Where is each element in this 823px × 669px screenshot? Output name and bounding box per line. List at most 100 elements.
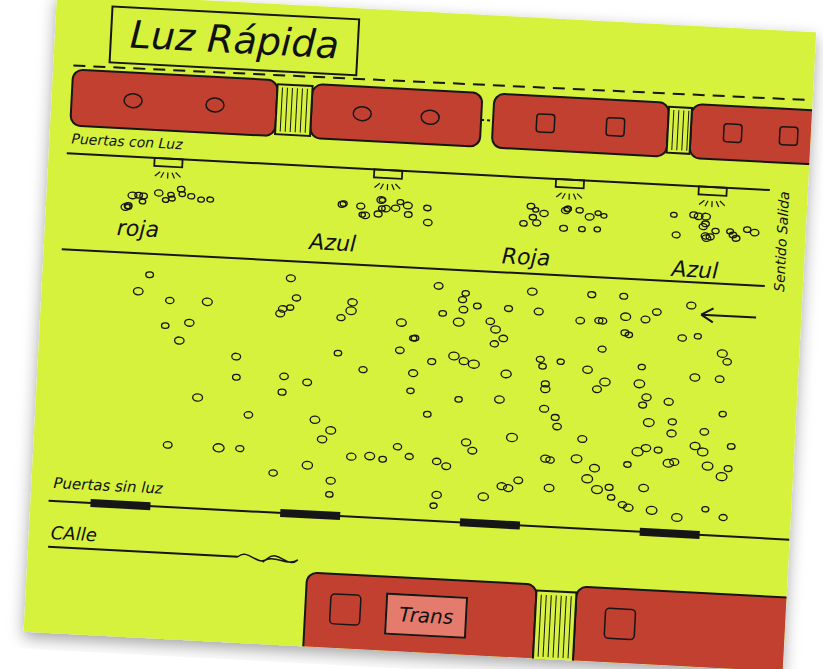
person-dot: [303, 379, 312, 386]
person-dot: [719, 411, 726, 417]
person-dot: [185, 319, 195, 326]
light-ray: [175, 173, 180, 178]
coupling-hatch: [558, 596, 561, 658]
person-dot: [462, 290, 470, 296]
person-dot: [663, 459, 674, 467]
person-dot: [207, 197, 214, 202]
person-dot: [642, 394, 652, 401]
door-light: [556, 179, 584, 188]
person-dot: [576, 207, 583, 213]
coupling-hatch: [553, 595, 556, 657]
platform-edge: [49, 501, 790, 540]
person-dot: [168, 192, 175, 197]
car-window: [606, 117, 625, 136]
light-ray: [699, 200, 704, 205]
train-car: [310, 84, 483, 147]
person-dot: [135, 192, 143, 198]
person-dot: [374, 211, 382, 217]
person-dot: [486, 318, 495, 325]
person-dot: [378, 206, 385, 211]
person-dot: [403, 202, 412, 209]
coupling-hatch: [290, 88, 292, 132]
coupling-hatch: [295, 88, 297, 132]
unlit-door: [460, 518, 520, 529]
person-dot: [618, 501, 627, 508]
person-dot: [591, 485, 602, 494]
person-dot: [678, 335, 687, 342]
light-ray: [720, 201, 725, 206]
person-dot: [455, 396, 463, 402]
person-dot: [621, 313, 631, 321]
door-light: [698, 186, 726, 195]
coupling-hatch: [305, 89, 307, 133]
person-dot: [715, 376, 724, 383]
person-dot: [690, 442, 700, 450]
sketch-label: CAlle: [50, 523, 97, 545]
person-dot: [357, 203, 365, 209]
person-dot: [397, 199, 404, 204]
person-dot: [395, 347, 404, 354]
person-dot: [553, 423, 562, 430]
person-dot: [571, 455, 582, 464]
coupling-hatch: [548, 595, 551, 657]
person-dot: [600, 378, 611, 386]
car-coupling: [275, 84, 313, 136]
person-dot: [377, 196, 386, 203]
person-dot: [494, 396, 504, 404]
scribble: [238, 554, 298, 564]
person-dot: [585, 213, 594, 220]
person-dot: [432, 458, 441, 465]
person-dot: [702, 462, 713, 471]
person-dot: [346, 307, 357, 315]
person-dot: [750, 229, 759, 236]
person-dot: [439, 310, 447, 316]
person-dot: [588, 292, 596, 298]
person-dot: [125, 204, 132, 209]
person-dot: [546, 457, 555, 464]
person-dot: [724, 465, 732, 471]
person-dot: [589, 464, 599, 472]
person-dot: [499, 335, 508, 342]
person-dot: [607, 494, 615, 500]
person-dot: [583, 366, 593, 374]
unlit-door: [280, 509, 340, 520]
street-line: [48, 547, 238, 557]
person-dot: [514, 477, 523, 484]
coupling-hatch: [563, 596, 566, 658]
person-dot: [449, 352, 460, 360]
person-dot: [432, 491, 442, 499]
sketch-label: roja: [116, 216, 159, 242]
person-dot: [491, 326, 501, 334]
person-dot: [192, 394, 202, 402]
person-dot: [687, 302, 696, 309]
light-ray: [568, 194, 570, 200]
person-dot: [594, 227, 601, 232]
person-dot: [598, 318, 607, 325]
person-dot: [592, 386, 601, 393]
person-dot: [667, 430, 677, 437]
person-dot: [620, 293, 628, 299]
person-dot: [539, 405, 548, 412]
person-dot: [348, 299, 358, 306]
person-dot: [302, 461, 313, 469]
person-dot: [643, 418, 654, 427]
person-dot: [334, 350, 342, 356]
light-ray: [705, 201, 708, 207]
person-dot: [624, 462, 632, 468]
coupling-hatch: [687, 111, 689, 151]
sketch-label: Azul: [309, 230, 357, 257]
person-dot: [668, 419, 676, 426]
light-ray: [716, 201, 719, 207]
person-dot: [664, 398, 673, 405]
person-dot: [578, 435, 587, 442]
person-dot: [541, 385, 551, 392]
car-window: [604, 608, 636, 640]
coupling-hatch: [538, 595, 541, 657]
person-dot: [337, 314, 345, 320]
light-ray: [711, 201, 713, 207]
coupling-hatch: [672, 110, 674, 150]
car-window: [536, 114, 555, 133]
coupling-hatch: [300, 89, 302, 133]
person-dot: [716, 472, 727, 481]
